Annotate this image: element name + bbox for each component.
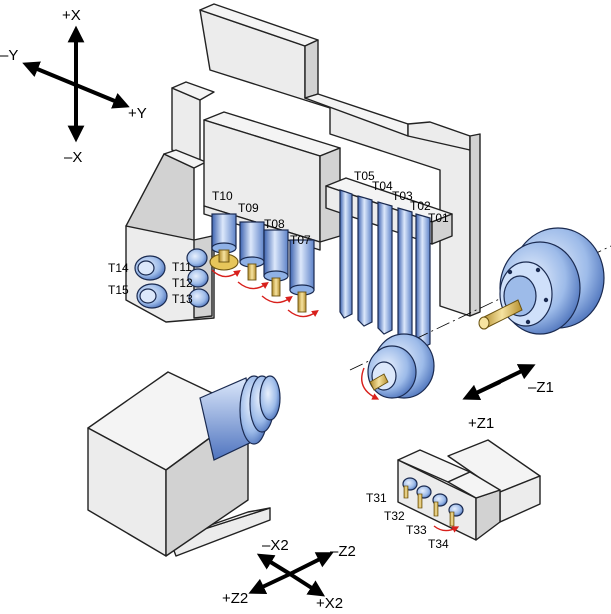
label-t31: T31 <box>366 491 387 505</box>
label-t03: T03 <box>392 189 413 203</box>
tool-t11 <box>186 248 208 268</box>
tool-t10 <box>209 213 241 278</box>
tool-t09 <box>237 221 269 290</box>
tool-t04 <box>357 195 373 327</box>
tool-t34 <box>433 503 464 533</box>
axis-indicator-xz2: –X2 –Z2 +Z2 +X2 <box>222 537 356 612</box>
lower-turret <box>397 439 541 541</box>
label-t32: T32 <box>384 509 405 523</box>
minus-z2-arrow <box>289 552 334 576</box>
plus-z2-arrow <box>248 572 291 595</box>
plus-x2-label: +X2 <box>316 595 343 612</box>
main-spindle <box>349 227 611 371</box>
minus-x-label: –X <box>64 149 82 166</box>
lower-spindle-discs <box>199 375 281 461</box>
plus-x-label: +X <box>62 7 81 24</box>
label-t08: T08 <box>264 217 285 231</box>
plus-z1-label: +Z1 <box>468 415 494 432</box>
label-t13: T13 <box>172 292 193 306</box>
label-t10: T10 <box>212 189 233 203</box>
label-t33: T33 <box>406 523 427 537</box>
label-t15: T15 <box>108 283 129 297</box>
tool-t32 <box>416 485 432 509</box>
tool-t13 <box>188 288 210 308</box>
tool-t14 <box>134 255 166 281</box>
lower-headstock <box>87 371 281 557</box>
label-t34: T34 <box>428 537 449 551</box>
plus-z2-label: +Z2 <box>222 590 248 607</box>
axis-indicator-z1: –Z1 +Z1 <box>462 364 554 432</box>
label-t14: T14 <box>108 261 129 275</box>
tool-t08 <box>261 229 293 304</box>
tool-t31 <box>402 477 418 499</box>
minus-x2-label: –X2 <box>262 537 289 554</box>
tool-t07 <box>287 239 319 318</box>
plus-y-label: +Y <box>128 105 147 122</box>
minus-z1-label: –Z1 <box>528 379 554 396</box>
minus-x2-arrow <box>256 553 292 576</box>
label-t01: T01 <box>428 211 449 225</box>
tool-t33 <box>432 493 448 517</box>
label-t07: T07 <box>290 233 311 247</box>
machine-column <box>171 3 481 317</box>
label-t05: T05 <box>354 169 375 183</box>
label-t09: T09 <box>238 201 259 215</box>
plus-x2-arrow <box>288 572 326 597</box>
label-t04: T04 <box>372 179 393 193</box>
tool-t12 <box>187 268 209 288</box>
angled-tool-block <box>125 149 215 323</box>
plus-y-arrow <box>75 83 130 109</box>
sub-spindle <box>361 333 435 400</box>
tool-t02 <box>397 207 413 343</box>
minus-z2-label: –Z2 <box>330 543 356 560</box>
tool-t01 <box>415 213 431 349</box>
label-t12: T12 <box>172 276 193 290</box>
minus-y-label: –Y <box>0 47 18 64</box>
tool-t15 <box>136 283 168 309</box>
tool-t05 <box>339 189 353 319</box>
axis-indicator-xy: +X –X –Y +Y <box>0 7 147 166</box>
tool-labels: T05 T04 T03 T02 T01 T10 T09 T08 T07 T14 … <box>108 169 449 551</box>
plus-z1-arrow <box>462 380 501 401</box>
label-t02: T02 <box>410 199 431 213</box>
tool-t03 <box>377 201 393 335</box>
minus-y-arrow <box>22 61 77 87</box>
label-t11: T11 <box>172 260 192 274</box>
